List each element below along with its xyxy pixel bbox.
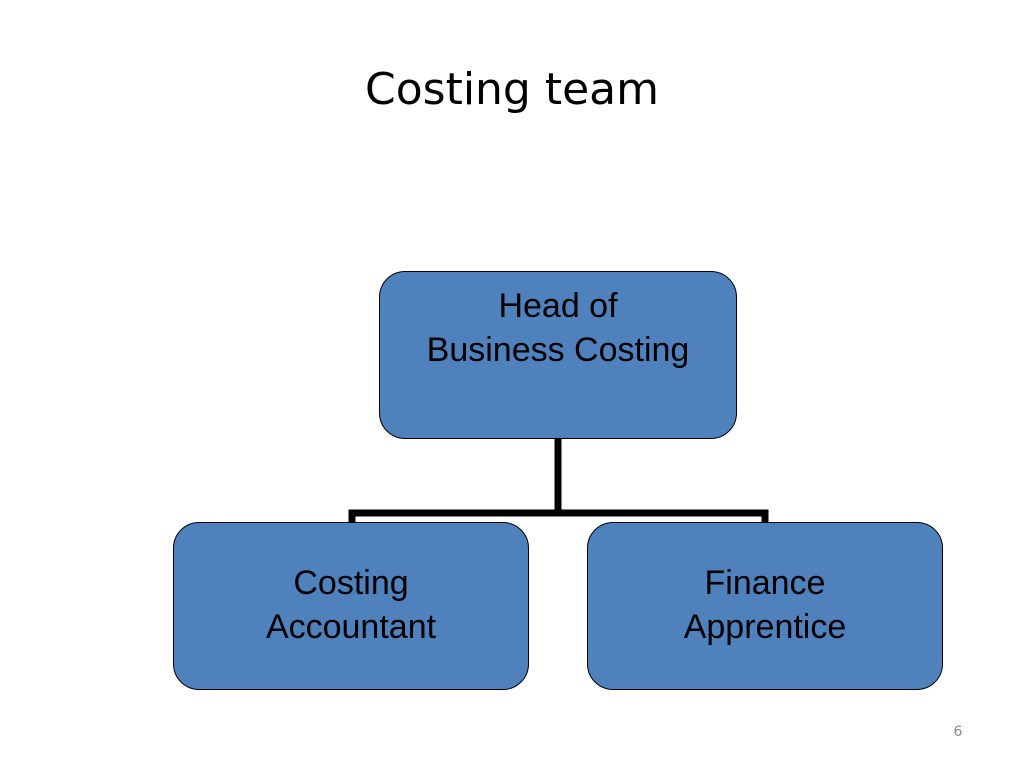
org-node-label: Costing Accountant <box>265 564 437 646</box>
org-node-head-of-business-costing: Head of Business Costing <box>379 271 737 439</box>
page-number: 6 <box>953 724 963 740</box>
org-node-costing-accountant: Costing Accountant <box>173 522 529 690</box>
org-node-label: Head of Business Costing <box>426 287 690 369</box>
org-node-finance-apprentice: Finance Apprentice <box>587 522 943 690</box>
org-node-label: Finance Apprentice <box>683 564 847 646</box>
slide-title: Costing team <box>365 64 659 115</box>
